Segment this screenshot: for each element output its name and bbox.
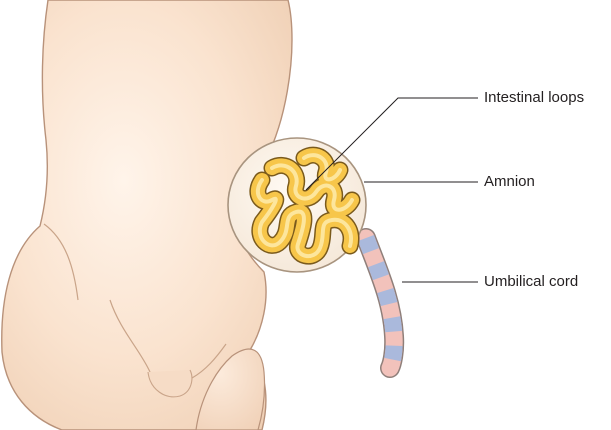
- label-intestinal-loops: Intestinal loops: [484, 89, 584, 107]
- label-amnion: Amnion: [484, 173, 535, 191]
- label-umbilical-cord: Umbilical cord: [484, 273, 578, 291]
- umbilical-cord: [366, 238, 394, 368]
